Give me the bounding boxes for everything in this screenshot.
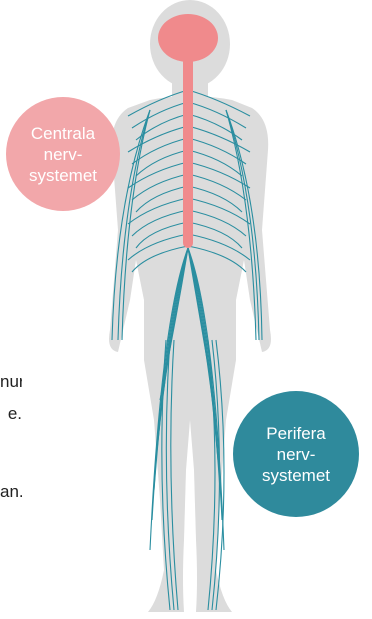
brain xyxy=(158,14,218,62)
cut-off-text-line-1: nur xyxy=(0,372,22,392)
pns-label-line-2: nerv- xyxy=(262,444,330,465)
cut-off-text-line-3: an. xyxy=(0,482,22,502)
cns-label-line-3: systemet xyxy=(29,165,97,186)
central-nervous-system-label: Centrala nerv- systemet xyxy=(6,97,120,211)
cut-off-text-line-2: e. xyxy=(0,404,22,424)
spinal-cord xyxy=(183,56,193,248)
pns-label-line-1: Perifera xyxy=(262,423,330,444)
peripheral-nervous-system-label: Perifera nerv- systemet xyxy=(233,391,359,517)
cns-label-line-1: Centrala xyxy=(29,123,97,144)
cns-label-line-2: nerv- xyxy=(29,144,97,165)
pns-label-line-3: systemet xyxy=(262,465,330,486)
